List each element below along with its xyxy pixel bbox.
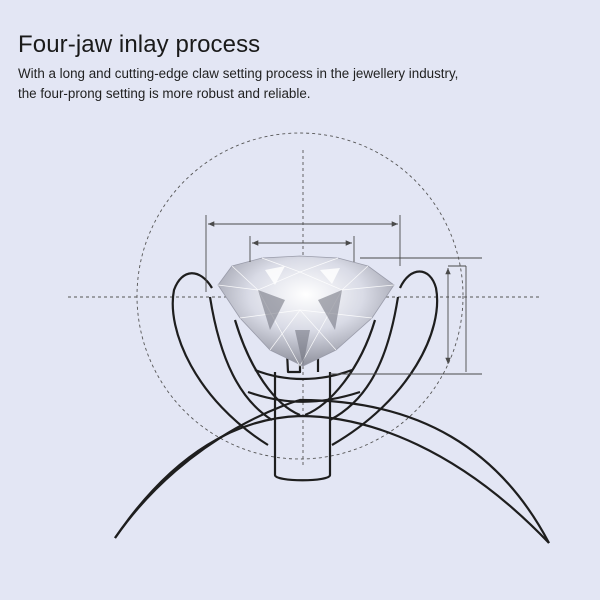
description-line-1: With a long and cutting-edge claw settin… <box>18 66 459 81</box>
ring-band-icon <box>114 398 550 544</box>
description: With a long and cutting-edge claw settin… <box>18 64 578 104</box>
diamond-icon <box>217 255 395 367</box>
dimension-lines <box>205 215 482 375</box>
guide-circle <box>136 132 464 460</box>
ring-band-outline <box>114 414 550 544</box>
page-title: Four-jaw inlay process <box>18 31 261 58</box>
description-line-2: the four-prong setting is more robust an… <box>18 86 311 101</box>
